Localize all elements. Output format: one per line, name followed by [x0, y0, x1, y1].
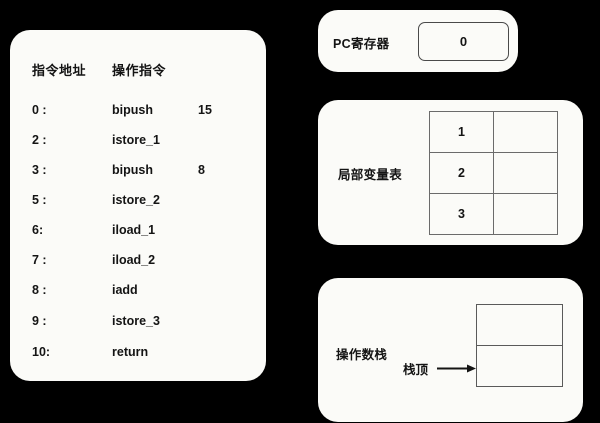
- instruction-address: 2 :: [32, 133, 47, 147]
- stack-top-label: 栈顶: [403, 363, 429, 377]
- instruction-row: 8 : iadd: [10, 283, 266, 303]
- operand-stack-grid: [476, 304, 563, 387]
- instruction-address: 3 :: [32, 163, 47, 177]
- pc-register-label: PC寄存器: [333, 37, 390, 51]
- arrow-right-icon: [437, 364, 476, 373]
- operand-stack-slot-row: [476, 345, 563, 387]
- pc-register-value-box: 0: [418, 22, 509, 61]
- operand-stack-slot: [476, 304, 563, 346]
- instruction-row: 0 : bipush 15: [10, 103, 266, 123]
- instruction-row: 7 : iload_2: [10, 253, 266, 273]
- column-header-opcode: 操作指令: [112, 63, 167, 78]
- instruction-opcode: iadd: [112, 283, 138, 297]
- pc-register-value: 0: [459, 34, 468, 49]
- instruction-row: 9 : istore_3: [10, 314, 266, 334]
- instruction-row: 10: return: [10, 345, 266, 365]
- local-variable-row: 2: [429, 152, 558, 194]
- instruction-opcode: bipush: [112, 103, 153, 117]
- local-variable-index: 2: [429, 152, 494, 194]
- instruction-opcode: istore_2: [112, 193, 160, 207]
- instruction-opcode: bipush: [112, 163, 153, 177]
- instruction-address: 5 :: [32, 193, 47, 207]
- local-variable-value: [493, 193, 558, 235]
- instruction-address: 6:: [32, 223, 44, 237]
- operand-stack-label: 操作数栈: [336, 348, 388, 362]
- instruction-address: 7 :: [32, 253, 47, 267]
- instruction-address: 9 :: [32, 314, 47, 328]
- instruction-address: 0 :: [32, 103, 47, 117]
- instruction-row: 2 : istore_1: [10, 133, 266, 153]
- instruction-opcode: return: [112, 345, 149, 359]
- instruction-operand: 8: [198, 163, 205, 177]
- instruction-list-panel: 指令地址 操作指令 0 : bipush 15 2 : istore_1 3 :…: [10, 30, 266, 381]
- instruction-address: 8 :: [32, 283, 47, 297]
- instruction-address: 10:: [32, 345, 51, 359]
- instruction-opcode: iload_2: [112, 253, 156, 267]
- local-variable-table-label: 局部变量表: [338, 168, 403, 182]
- instruction-row: 6: iload_1: [10, 223, 266, 243]
- instruction-row: 5 : istore_2: [10, 193, 266, 213]
- operand-stack-slot-row: [476, 304, 563, 346]
- local-variable-value: [493, 111, 558, 153]
- instruction-opcode: istore_1: [112, 133, 160, 147]
- instruction-opcode: istore_3: [112, 314, 160, 328]
- local-variable-row: 1: [429, 111, 558, 153]
- instruction-operand: 15: [198, 103, 212, 117]
- instruction-opcode: iload_1: [112, 223, 156, 237]
- column-header-address: 指令地址: [32, 63, 87, 78]
- local-variable-table-panel: 局部变量表 1 2 3: [318, 100, 583, 245]
- local-variable-value: [493, 152, 558, 194]
- pc-register-panel: PC寄存器 0: [318, 10, 518, 72]
- operand-stack-slot: [476, 345, 563, 387]
- local-variable-row: 3: [429, 193, 558, 235]
- local-variable-index: 3: [429, 193, 494, 235]
- local-variable-index: 1: [429, 111, 494, 153]
- operand-stack-panel: 操作数栈 栈顶: [318, 278, 583, 422]
- local-variable-table-grid: 1 2 3: [429, 111, 558, 235]
- instruction-row: 3 : bipush 8: [10, 163, 266, 183]
